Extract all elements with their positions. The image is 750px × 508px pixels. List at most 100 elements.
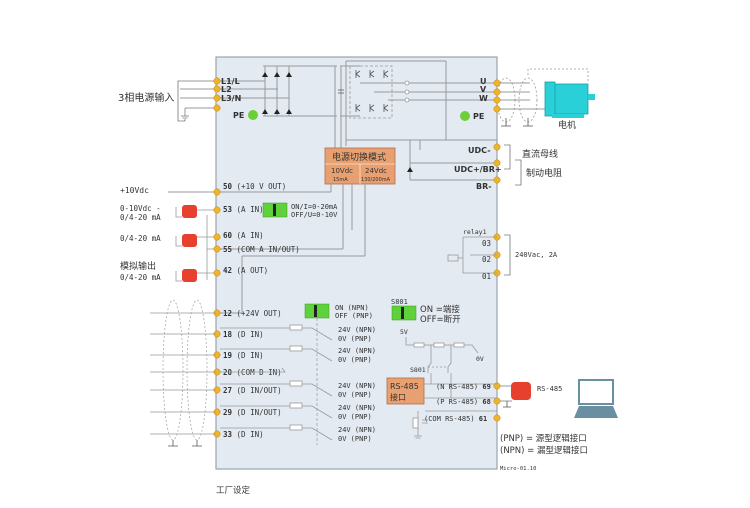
version-label: Micro-01.10: [500, 466, 536, 472]
termination-network: [405, 337, 479, 373]
dc-capacitor-icon: [338, 89, 344, 94]
switch-npn-off-label: OFF (PNP): [335, 312, 373, 320]
svg-text:24Vdc: 24Vdc: [365, 167, 387, 175]
input-lines: [180, 80, 217, 116]
svg-text:24V (NPN): 24V (NPN): [338, 404, 376, 412]
relay-name: relay1: [463, 228, 487, 236]
svg-text:电源切换模式: 电源切换模式: [332, 151, 386, 163]
svg-text:接口: 接口: [390, 392, 406, 402]
svg-text:02: 02: [482, 255, 491, 264]
svg-text:24V (NPN): 24V (NPN): [338, 382, 376, 390]
rs485-interface-box: RS-485 接口: [386, 377, 425, 405]
svg-text:RS-485: RS-485: [390, 382, 419, 391]
svg-text:18 (D IN): 18 (D IN): [223, 330, 264, 339]
din-circuits: [220, 324, 333, 441]
svg-text:55 (COM A IN/OUT): 55 (COM A IN/OUT): [223, 245, 300, 254]
digital-wires: [150, 312, 216, 435]
s801-off-label: OFF=断开: [420, 314, 461, 325]
relay-terminal-labels: 03 02 01: [482, 239, 491, 281]
svg-text:50 (+10 V OUT): 50 (+10 V OUT): [223, 182, 286, 191]
input-bracket: [177, 80, 185, 122]
svg-text:UDC-: UDC-: [468, 146, 491, 155]
analog-terminal-labels: 50 (+10 V OUT) 53 (A IN) 60 (A IN) 55 (C…: [223, 182, 300, 275]
digital-cable-shield: [162, 299, 208, 441]
fivev-label: 5V: [400, 328, 408, 336]
svg-text:(P RS-485) 68: (P RS-485) 68: [436, 398, 491, 406]
switch-53-off-label: OFF/U=0-10V: [291, 211, 338, 219]
switch-npn-on-label: ON (NPN): [335, 304, 369, 312]
s801-label: S801: [391, 298, 408, 306]
relay-rating: 240Vac, 2A: [515, 251, 558, 259]
svg-text:24V (NPN): 24V (NPN): [338, 326, 376, 334]
digital-terminal-labels: 12 (+24V OUT) 18 (D IN) 19 (D IN) 20 (CO…: [223, 309, 282, 439]
plus-10vdc-label: +10Vdc: [120, 186, 149, 195]
ain53-range-1: 0-10Vdc -: [120, 204, 161, 213]
svg-text:L3/N: L3/N: [221, 94, 241, 103]
svg-text:PE: PE: [473, 112, 484, 121]
analog-wires: [175, 207, 216, 282]
svg-text:29 (D IN/OUT): 29 (D IN/OUT): [223, 408, 282, 417]
motor-icon: [544, 81, 595, 118]
svg-text:0V (PNP): 0V (PNP): [338, 391, 372, 399]
svg-text:UDC+/BR+: UDC+/BR+: [454, 165, 502, 174]
input-ground-icon: [181, 115, 189, 121]
rs485-wires: [412, 373, 497, 439]
three-phase-input-label: 3相电源输入: [118, 91, 174, 104]
output-nodes: [404, 80, 410, 103]
svg-text:130/200mA: 130/200mA: [361, 177, 391, 183]
drive-panel: [215, 56, 498, 470]
svg-text:01: 01: [482, 272, 491, 281]
relay-bracket: [504, 234, 511, 276]
right-terminal-dots: [493, 79, 501, 422]
rs485-external-label: RS-485: [537, 385, 562, 393]
ain53-range-2: 0/4-20 mA: [120, 213, 161, 222]
svg-text:V: V: [480, 85, 487, 94]
svg-text:(N RS-485) 69: (N RS-485) 69: [436, 383, 491, 391]
svg-text:0V (PNP): 0V (PNP): [338, 435, 372, 443]
svg-text:0V (PNP): 0V (PNP): [338, 335, 372, 343]
svg-text:24V (NPN): 24V (NPN): [338, 426, 376, 434]
factory-setting-label: 工厂设定: [216, 485, 251, 496]
brake-resistor-label: 制动电阻: [526, 167, 562, 179]
switch-53[interactable]: [262, 202, 288, 218]
svg-text:33 (D IN): 33 (D IN): [223, 430, 264, 439]
diode-icons: [262, 72, 292, 114]
svg-text:03: 03: [482, 239, 491, 248]
laptop-icon: [574, 379, 618, 418]
digital-shield-ground-icon: [168, 440, 202, 447]
svg-text:27 (D IN/OUT): 27 (D IN/OUT): [223, 386, 282, 395]
power-switch-mode-box: 电源切换模式 10Vdc 15mA 24Vdc 130/200mA: [324, 147, 396, 185]
svg-text:15mA: 15mA: [333, 177, 348, 183]
svg-text:0V (PNP): 0V (PNP): [338, 356, 372, 364]
rs485-connector: [500, 382, 531, 408]
switch-npn-pnp[interactable]: [304, 303, 330, 319]
relay-lines: [447, 236, 497, 274]
pe-output-ground-icon: [460, 111, 470, 121]
motor-label: 电机: [558, 119, 576, 131]
left-terminal-dots: [213, 77, 221, 438]
svg-text:42 (A OUT): 42 (A OUT): [223, 266, 268, 275]
svg-text:10Vdc: 10Vdc: [331, 167, 353, 175]
dc-bracket: [504, 144, 522, 186]
svg-text:U: U: [480, 77, 487, 86]
svg-text:BR-: BR-: [476, 182, 492, 191]
output-lines: [360, 82, 530, 101]
switch-s801[interactable]: [391, 305, 417, 321]
s801-on-label: ON =端接: [420, 304, 460, 315]
rs485-terminal-labels: (N RS-485) 69 (P RS-485) 68 (COM RS-485)…: [424, 383, 491, 423]
svg-text:0V (PNP): 0V (PNP): [338, 413, 372, 421]
din-option-labels: 24V (NPN) 0V (PNP) 24V (NPN) 0V (PNP) 24…: [338, 326, 376, 443]
dc-bus-label: 直流母线: [522, 148, 558, 160]
svg-text:L1/L: L1/L: [221, 77, 240, 86]
dc-terminal-labels: UDC- UDC+/BR+ BR-: [454, 146, 502, 191]
s801-inner-label: S801: [410, 366, 426, 374]
power-mode-lines: [220, 184, 366, 314]
input-terminal-labels: L1/L L2 L3/N PE: [221, 77, 244, 120]
svg-text:(COM RS-485) 61: (COM RS-485) 61: [424, 415, 487, 423]
svg-text:PE: PE: [233, 111, 244, 120]
pnp-note: (PNP) = 源型逻辑接口: [500, 433, 587, 444]
svg-text:60 (A IN): 60 (A IN): [223, 231, 264, 240]
svg-text:20 (COM D IN): 20 (COM D IN): [223, 368, 282, 377]
